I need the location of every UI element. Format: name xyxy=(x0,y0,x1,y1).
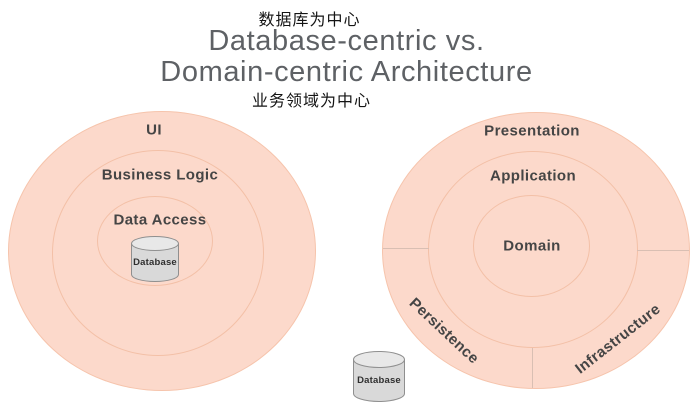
data-access-ring-label: Data Access xyxy=(113,211,207,229)
chinese-label-database-centric: 数据库为中心 xyxy=(258,12,361,29)
application-ring-label: Application xyxy=(489,167,577,185)
ui-ring-label: UI xyxy=(146,121,162,139)
center-database-label: Database xyxy=(133,257,177,268)
domain-ring-circle xyxy=(473,195,590,297)
chinese-label-domain-centric: 业务领域为中心 xyxy=(251,93,371,110)
title-line-2: Domain-centric Architecture xyxy=(160,56,533,88)
domain-ring-label: Domain xyxy=(503,237,561,255)
business-logic-ring-circle xyxy=(52,150,264,356)
center-database-cylinder-icon: Database xyxy=(131,236,179,282)
sector-divider-south xyxy=(532,348,533,388)
page-title: Database-centric vs. Domain-centric Arch… xyxy=(0,26,693,88)
external-database-label: Database xyxy=(357,375,401,386)
application-ring-circle xyxy=(428,151,638,348)
presentation-ring-label: Presentation xyxy=(484,122,580,140)
business-logic-ring-label: Business Logic xyxy=(101,166,219,184)
sector-divider-east xyxy=(637,250,689,251)
sector-divider-west xyxy=(383,248,429,249)
title-line-1: Database-centric vs. xyxy=(208,25,485,57)
external-database-cylinder-icon: Database xyxy=(353,351,405,402)
data-access-ring-circle xyxy=(97,196,213,286)
